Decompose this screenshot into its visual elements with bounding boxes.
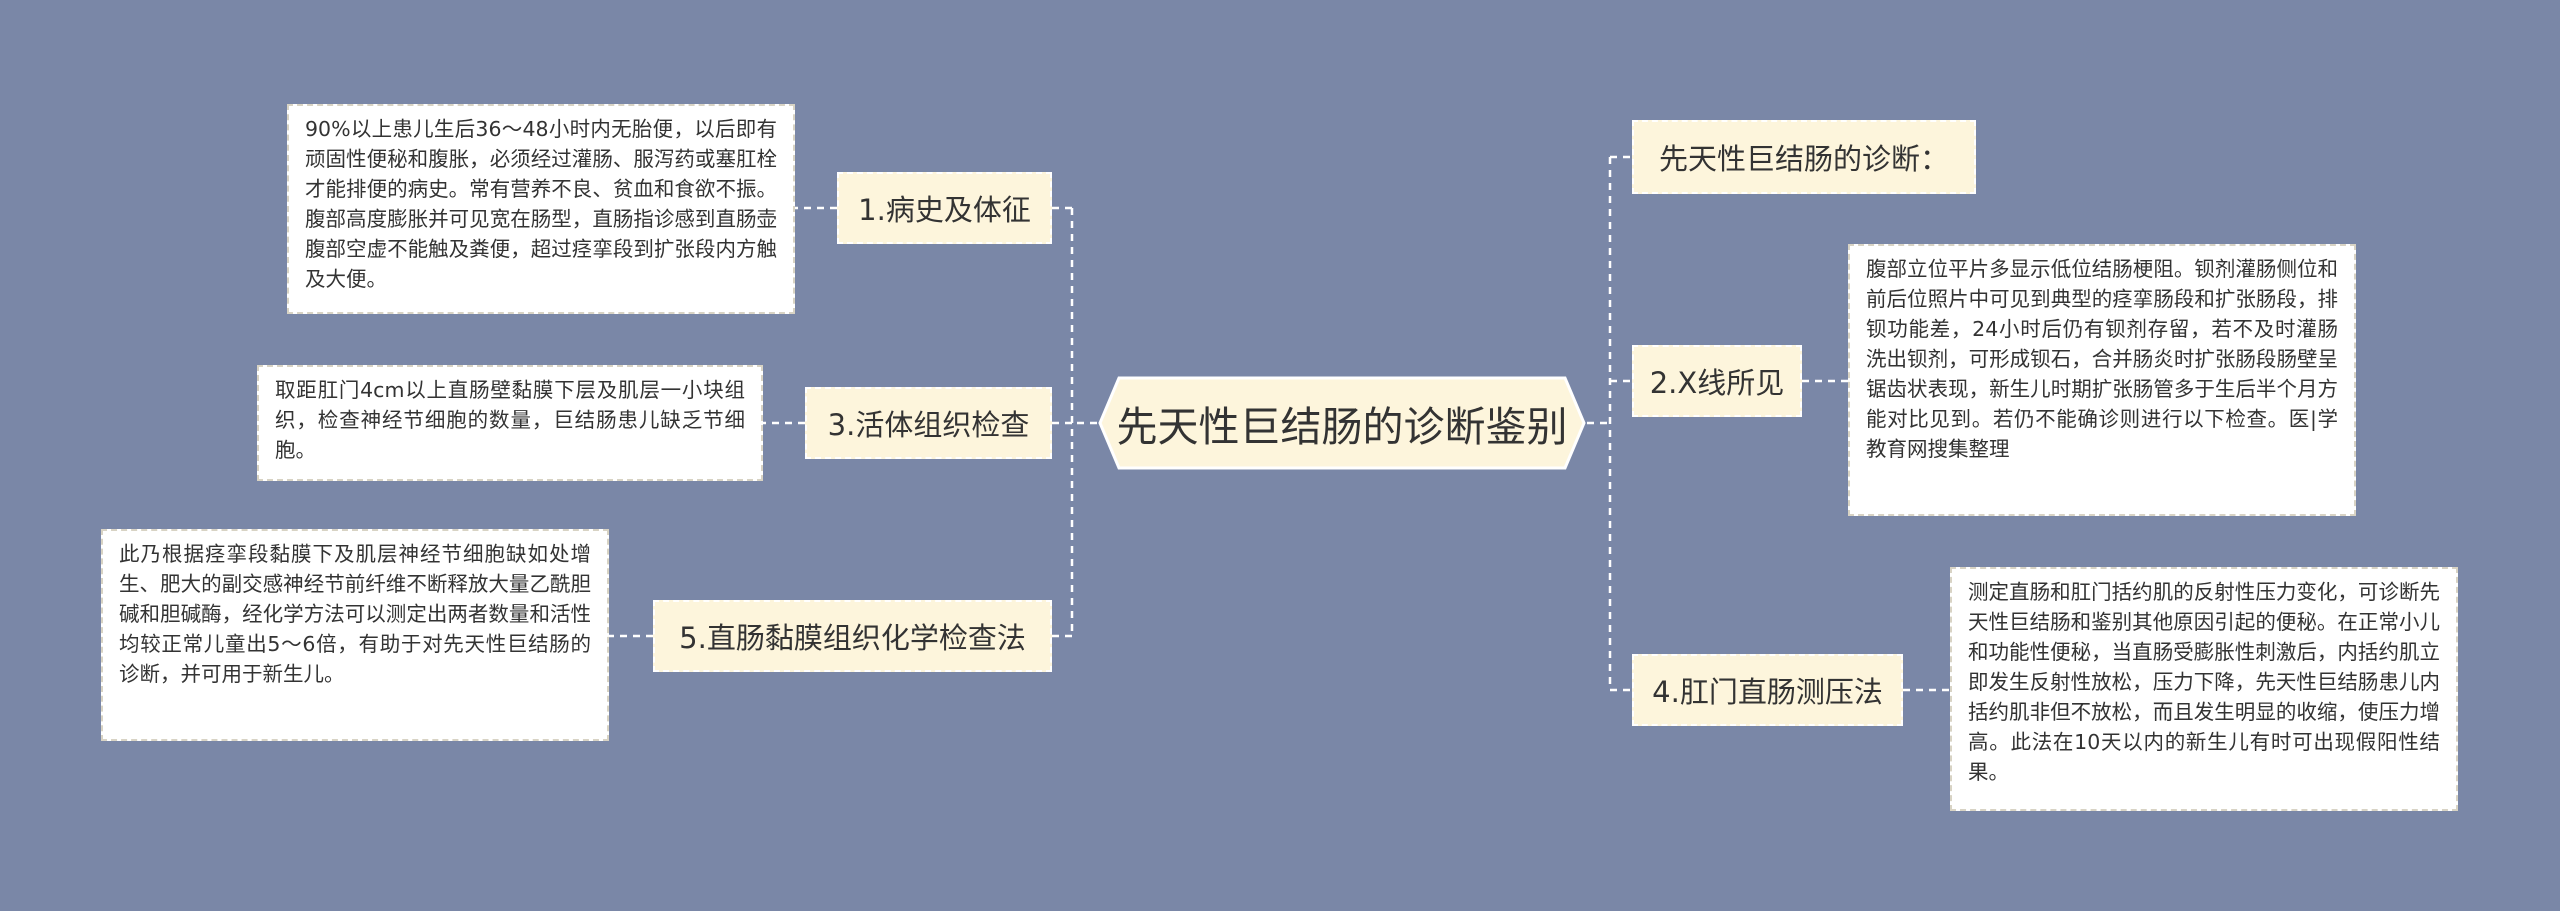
branch-histochem-label: 5.直肠黏膜组织化学检查法 — [679, 621, 1026, 655]
branch-xray[interactable]: 2.X线所见 — [1632, 345, 1802, 417]
branch-diagnosis[interactable]: 先天性巨结肠的诊断： — [1632, 120, 1976, 194]
center-topic-label: 先天性巨结肠的诊断鉴别 — [1116, 403, 1568, 451]
histochem-detail-note: 此乃根据痉挛段黏膜下及肌层神经节细胞缺如处增生、肥大的副交感神经节前纤维不断释放… — [101, 529, 609, 741]
branch-history-label: 1.病史及体征 — [858, 193, 1031, 227]
branch-biopsy[interactable]: 3.活体组织检查 — [805, 387, 1052, 459]
branch-biopsy-label: 3.活体组织检查 — [827, 408, 1030, 442]
branch-manometry-label: 4.肛门直肠测压法 — [1652, 675, 1883, 709]
histochem-detail-text: 此乃根据痉挛段黏膜下及肌层神经节细胞缺如处增生、肥大的副交感神经节前纤维不断释放… — [119, 542, 591, 686]
manometry-detail-note: 测定直肠和肛门括约肌的反射性压力变化，可诊断先天性巨结肠和鉴别其他原因引起的便秘… — [1950, 567, 2458, 811]
branch-xray-label: 2.X线所见 — [1649, 366, 1785, 400]
biopsy-detail-text: 取距肛门4cm以上直肠壁黏膜下层及肌层一小块组织，检查神经节细胞的数量，巨结肠患… — [275, 378, 745, 462]
manometry-detail-text: 测定直肠和肛门括约肌的反射性压力变化，可诊断先天性巨结肠和鉴别其他原因引起的便秘… — [1968, 580, 2440, 784]
history-detail-note: 90%以上患儿生后36～48小时内无胎便，以后即有顽固性便秘和腹胀，必须经过灌肠… — [287, 104, 795, 314]
branch-histochem[interactable]: 5.直肠黏膜组织化学检查法 — [653, 600, 1052, 672]
xray-detail-text: 腹部立位平片多显示低位结肠梗阻。钡剂灌肠侧位和前后位照片中可见到典型的痉挛肠段和… — [1866, 257, 2338, 461]
biopsy-detail-note: 取距肛门4cm以上直肠壁黏膜下层及肌层一小块组织，检查神经节细胞的数量，巨结肠患… — [257, 365, 763, 481]
branch-history[interactable]: 1.病史及体征 — [837, 172, 1052, 244]
center-topic-node[interactable]: 先天性巨结肠的诊断鉴别 — [1097, 375, 1587, 471]
branch-manometry[interactable]: 4.肛门直肠测压法 — [1632, 654, 1903, 726]
history-detail-text: 90%以上患儿生后36～48小时内无胎便，以后即有顽固性便秘和腹胀，必须经过灌肠… — [305, 117, 777, 291]
center-topic-shape — [1098, 376, 1586, 470]
branch-diagnosis-label: 先天性巨结肠的诊断： — [1658, 142, 1949, 176]
xray-detail-note: 腹部立位平片多显示低位结肠梗阻。钡剂灌肠侧位和前后位照片中可见到典型的痉挛肠段和… — [1848, 244, 2356, 516]
